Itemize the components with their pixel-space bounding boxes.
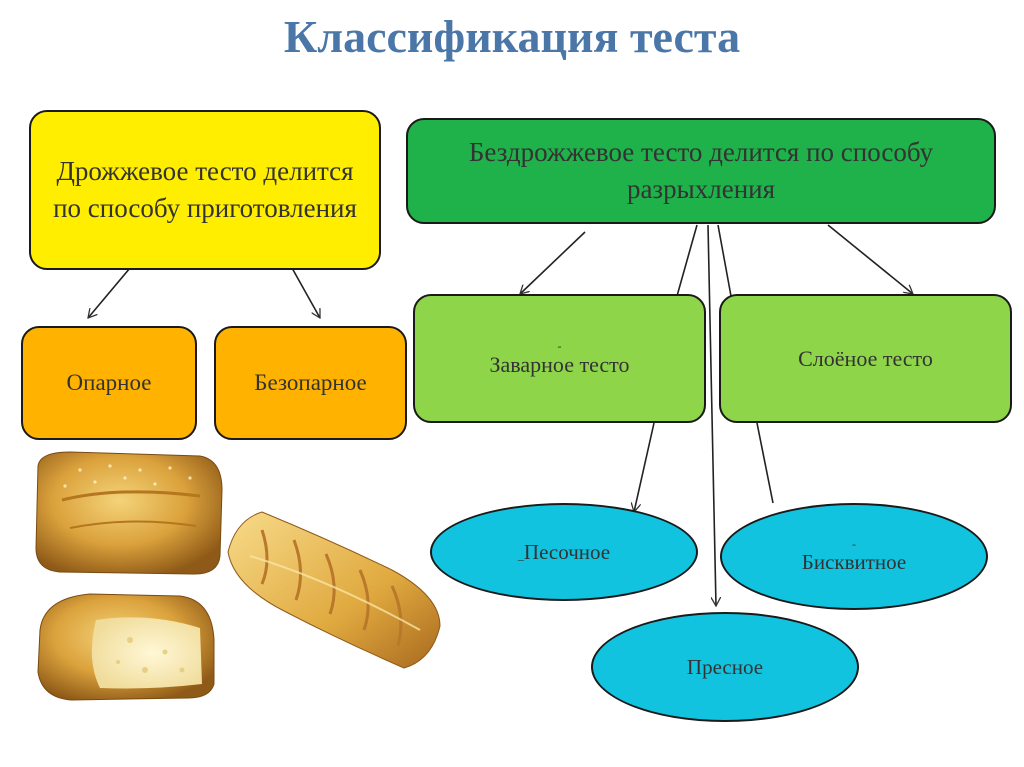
bread-loaf-icon bbox=[35, 451, 223, 575]
page-title: Классификация теста bbox=[283, 11, 741, 62]
bread-slice-icon bbox=[37, 593, 215, 701]
unleavened-label: Пресное bbox=[686, 654, 764, 679]
choux-pastry-box: - Заварное тесто bbox=[413, 294, 706, 423]
arrow-to-puff bbox=[827, 224, 913, 294]
arrow-yeast-to-bezoparnoe bbox=[291, 267, 321, 318]
choux-mark: - bbox=[557, 338, 562, 353]
unleavened-ellipse: Пресное bbox=[591, 612, 859, 722]
sponge-ellipse: - Бисквитное bbox=[720, 503, 988, 610]
yeastless-dough-box: Бездрожжевое тесто делится по способу ра… bbox=[406, 118, 996, 224]
shortcrust-label: Песочное bbox=[523, 539, 611, 564]
bezoparnoe-label: Безопарное bbox=[254, 370, 367, 395]
yeast-dough-label: Дрожжевое тесто делится по способу приго… bbox=[53, 156, 357, 223]
arrow-to-sponge bbox=[756, 422, 774, 504]
shortcrust-mark: _ bbox=[517, 547, 524, 562]
shortcrust-text: _Песочное bbox=[518, 540, 610, 565]
arrow-to-choux bbox=[520, 231, 586, 294]
sponge-mark: - bbox=[852, 537, 856, 551]
arrow-yeast-to-oparnoe bbox=[88, 267, 131, 318]
yeastless-dough-label: Бездрожжевое тесто делится по способу ра… bbox=[468, 137, 934, 204]
bezoparnoe-box: Безопарное bbox=[214, 326, 407, 440]
puff-label: Слоёное тесто bbox=[798, 345, 933, 371]
pastry-braid-icon bbox=[227, 511, 441, 669]
yeast-dough-box: Дрожжевое тесто делится по способу приго… bbox=[29, 110, 381, 270]
puff-pastry-box: Слоёное тесто bbox=[719, 294, 1012, 423]
arrow-to-unleavened bbox=[707, 224, 716, 606]
line-to-shortcrust bbox=[676, 224, 698, 297]
line-to-sponge bbox=[717, 224, 732, 297]
oparnoe-label: Опарное bbox=[66, 370, 152, 395]
sponge-label: Бисквитное bbox=[801, 550, 907, 574]
oparnoe-box: Опарное bbox=[21, 326, 197, 440]
shortcrust-ellipse: _Песочное bbox=[430, 503, 698, 601]
arrow-to-shortcrust bbox=[634, 422, 655, 512]
choux-label: Заварное тесто bbox=[489, 351, 630, 377]
